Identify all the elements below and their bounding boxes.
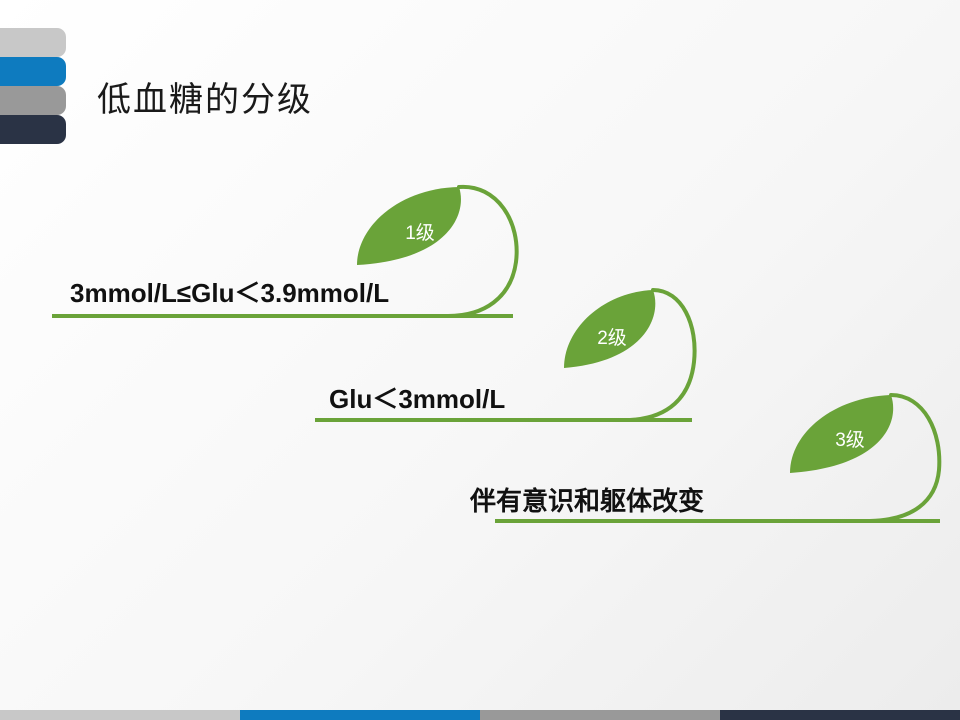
level-2-leaf-shape bbox=[564, 290, 656, 368]
decorative-tab bbox=[0, 28, 66, 57]
level-1-leaf-shape bbox=[357, 187, 461, 265]
level-2-curve-arrow bbox=[628, 288, 697, 422]
level-3-criterion: 伴有意识和躯体改变 bbox=[469, 486, 704, 516]
decorative-tab bbox=[0, 86, 66, 115]
footer-segment bbox=[240, 710, 480, 720]
level-1-step: 1级 3mmol/L≤Glu＜3.9mmol/L bbox=[52, 184, 519, 318]
level-2-step: 2级 Glu＜3mmol/L bbox=[315, 288, 697, 422]
footer-segment bbox=[720, 710, 960, 720]
level-1-label: 1级 bbox=[405, 222, 435, 244]
level-3-leaf-shape bbox=[790, 395, 894, 473]
decorative-tab bbox=[0, 115, 66, 144]
footer-color-bar bbox=[0, 710, 960, 720]
level-2-label: 2级 bbox=[597, 327, 627, 349]
page-title: 低血糖的分级 bbox=[97, 80, 313, 120]
footer-segment bbox=[0, 710, 240, 720]
level-2-criterion: Glu＜3mmol/L bbox=[329, 384, 505, 414]
footer-segment bbox=[480, 710, 720, 720]
decorative-tab bbox=[0, 57, 66, 86]
level-3-curve-arrow bbox=[868, 393, 942, 523]
level-1-criterion: 3mmol/L≤Glu＜3.9mmol/L bbox=[70, 278, 389, 308]
level-3-step: 3级 伴有意识和躯体改变 bbox=[469, 393, 942, 523]
level-1-curve-arrow bbox=[446, 184, 519, 318]
level-3-label: 3级 bbox=[835, 429, 865, 451]
